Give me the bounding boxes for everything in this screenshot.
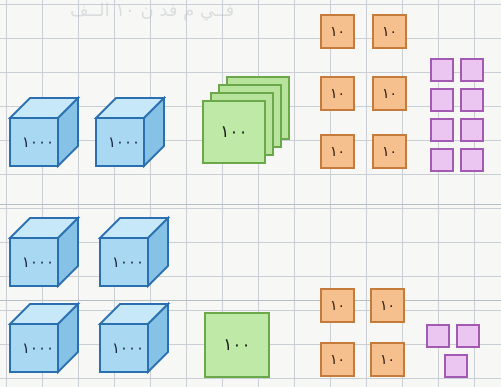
cube-label: ١٠٠٠ [10, 118, 66, 166]
thousand-cube: ١٠٠٠ [96, 300, 172, 376]
ten-block: ١٠ [372, 134, 407, 169]
thousand-cube: ١٠٠٠ [92, 94, 168, 170]
ten-block: ١٠ [320, 288, 355, 323]
hundred-flat: ١٠٠ [202, 100, 266, 164]
cube-label: ١٠٠٠ [100, 324, 156, 372]
ten-block: ١٠ [320, 134, 355, 169]
one-unit [430, 58, 454, 82]
one-unit [430, 88, 454, 112]
ten-label: ١٠ [380, 298, 395, 314]
ten-label: ١٠ [330, 24, 345, 40]
thousand-cube: ١٠٠٠ [6, 214, 82, 290]
one-unit [460, 118, 484, 142]
ten-block: ١٠ [370, 342, 405, 377]
flat-label: ١٠٠ [223, 335, 250, 355]
one-unit [460, 88, 484, 112]
ten-label: ١٠ [330, 144, 345, 160]
one-unit [460, 148, 484, 172]
ten-label: ١٠ [382, 24, 397, 40]
hundred-flat: ١٠٠ [204, 312, 270, 378]
cube-label: ١٠٠٠ [100, 238, 156, 286]
thousand-cube: ١٠٠٠ [6, 94, 82, 170]
thousand-cube: ١٠٠٠ [96, 214, 172, 290]
one-unit [426, 324, 450, 348]
cube-label: ١٠٠٠ [10, 238, 66, 286]
one-unit [460, 58, 484, 82]
ten-label: ١٠ [330, 298, 345, 314]
cube-label: ١٠٠٠ [10, 324, 66, 372]
ten-block: ١٠ [372, 14, 407, 49]
ten-label: ١٠ [380, 352, 395, 368]
one-unit [444, 354, 468, 378]
ten-label: ١٠ [382, 144, 397, 160]
one-unit [430, 148, 454, 172]
ten-block: ١٠ [372, 76, 407, 111]
one-unit [456, 324, 480, 348]
ten-label: ١٠ [330, 352, 345, 368]
cube-label: ١٠٠٠ [96, 118, 152, 166]
ten-block: ١٠ [320, 342, 355, 377]
ten-label: ١٠ [382, 86, 397, 102]
one-unit [430, 118, 454, 142]
hundred-flats-stack: ١٠٠ [202, 76, 292, 166]
flat-label: ١٠٠ [220, 122, 247, 142]
thousand-cube: ١٠٠٠ [6, 300, 82, 376]
ten-block: ١٠ [320, 76, 355, 111]
ten-block: ١٠ [320, 14, 355, 49]
ten-block: ١٠ [370, 288, 405, 323]
section-divider [0, 204, 501, 205]
ten-label: ١٠ [330, 86, 345, 102]
